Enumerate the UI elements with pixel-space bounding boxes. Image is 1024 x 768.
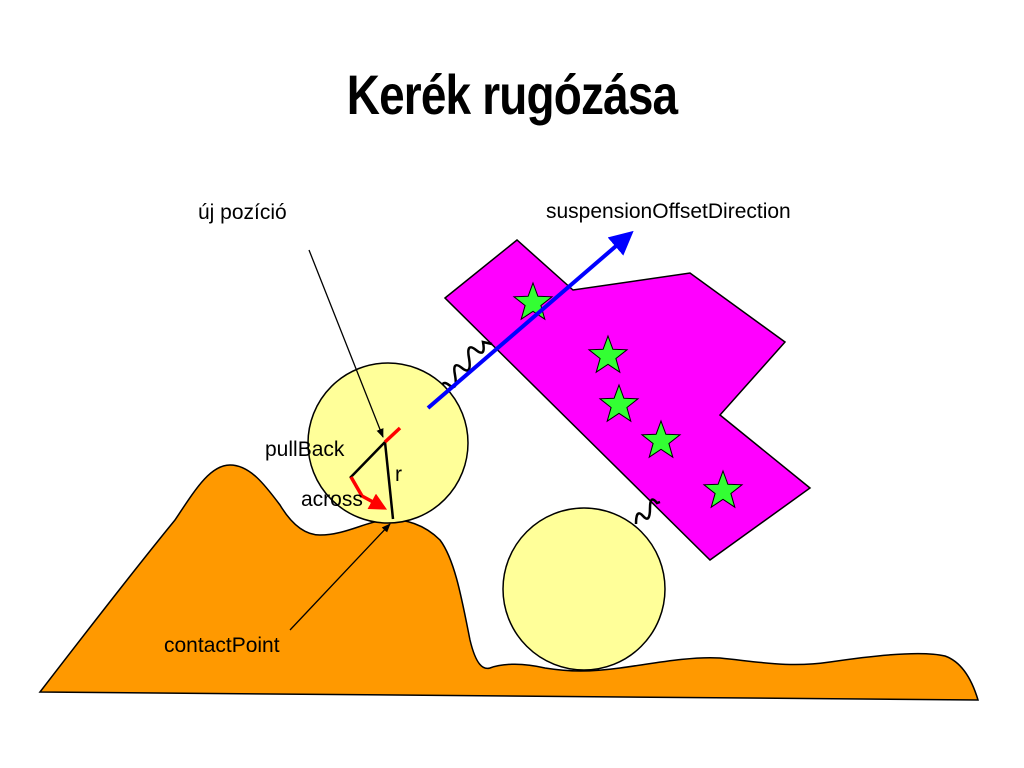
new-position-label: új pozíció [198,201,287,224]
front-wheel [307,362,469,524]
radius-label: r [395,463,402,486]
contact-point-leader [289,523,391,631]
front-spring [440,340,493,396]
star-icon [512,281,554,321]
star-icon [702,469,744,509]
new-position-leader [308,249,384,438]
rear-wheel [502,507,666,671]
star-icon [598,383,640,423]
across-label: across [301,488,363,511]
across-vector [349,476,388,510]
radius-line [383,441,395,520]
suspension-direction-label: suspensionOffsetDirection [546,200,791,223]
rear-spring [634,498,661,525]
pullback-tick [383,426,402,444]
pullback-line [349,441,386,479]
pullback-label: pullBack [265,438,345,461]
slide-title: Kerék rugózása [346,63,678,126]
star-icon [587,334,629,374]
contact-point-label: contactPoint [164,634,280,657]
terrain [38,464,980,701]
star-icon [640,419,682,459]
suspension-direction-arrow [426,230,634,410]
